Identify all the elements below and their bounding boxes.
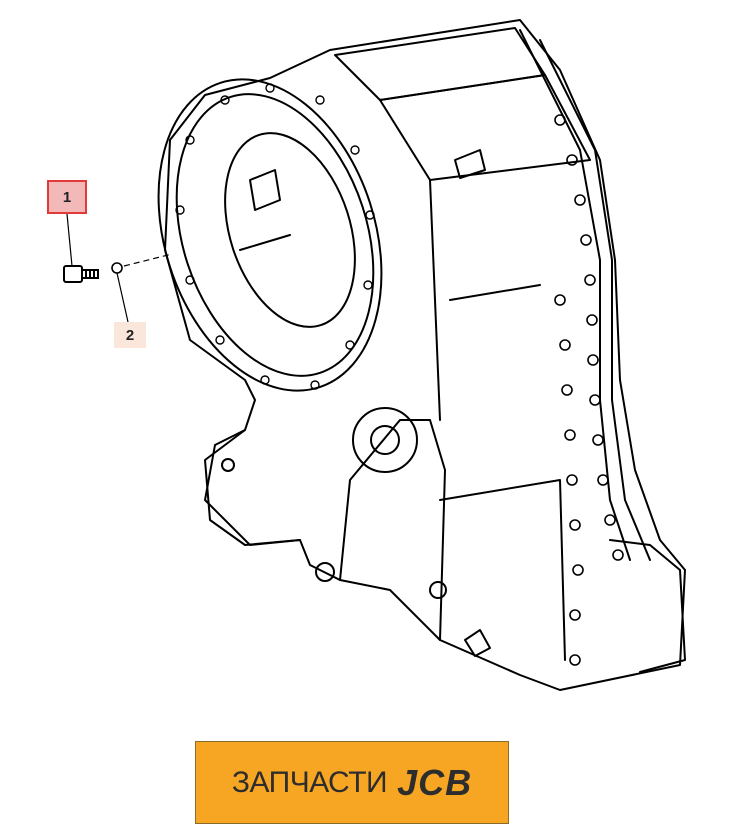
callout-2-number: 2: [125, 326, 135, 344]
bell-housing-flange: [157, 78, 383, 392]
callout-1-number: 1: [62, 188, 72, 206]
brand-text-ru: ЗАПЧАСТИ: [231, 765, 388, 799]
callout-1[interactable]: 1: [47, 180, 87, 214]
callout-2[interactable]: 2: [114, 322, 146, 348]
right-side-flange: [519, 29, 631, 561]
transmission-housing-drawing: [63, 19, 686, 691]
part-seal-ring: [111, 262, 123, 274]
part-plug: [63, 265, 99, 283]
left-mount: [204, 429, 301, 546]
lower-boss: [352, 407, 418, 473]
brand-logo-jcb: JCB: [397, 761, 473, 803]
housing-top-plate: [334, 27, 546, 101]
housing-body-outline: [164, 19, 686, 691]
brand-banner: ЗАПЧАСТИ JCB: [195, 741, 509, 824]
leader-lines: [66, 213, 173, 323]
